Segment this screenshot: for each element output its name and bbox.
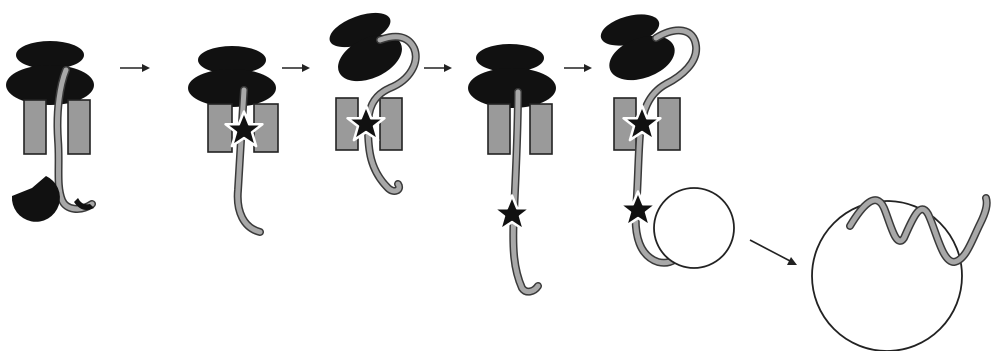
stage-5-vesicle-capture: [597, 9, 734, 268]
arrow-2: [282, 64, 310, 72]
stage-3-ribosome-release: [325, 6, 416, 191]
arrow-4: [564, 64, 592, 72]
pac-man-factor: [12, 176, 60, 222]
channel-left-wall: [488, 104, 510, 154]
channel-right-wall: [380, 98, 402, 150]
arrow-5: [750, 240, 797, 265]
stage-6-folded-in-vesicle: [812, 198, 987, 351]
ribosome-small-subunit: [476, 44, 544, 72]
channel-right-wall: [530, 104, 552, 154]
ribosome-large-subunit: [468, 68, 556, 108]
ribosome-small-subunit: [16, 41, 84, 69]
stage-2-translocation-marked: [188, 46, 278, 232]
ribosome-large-subunit: [6, 65, 94, 105]
channel-right-wall: [658, 98, 680, 150]
ribosome-large-subunit: [188, 69, 276, 107]
channel-right-wall: [68, 100, 90, 154]
arrow-3: [424, 64, 452, 72]
vesicle: [654, 188, 734, 268]
channel-left-wall: [24, 100, 46, 154]
stage-1-ribosome-docking: [6, 41, 94, 222]
stage-4-chain-exit-marked: [468, 44, 556, 292]
arrow-1: [120, 64, 150, 72]
